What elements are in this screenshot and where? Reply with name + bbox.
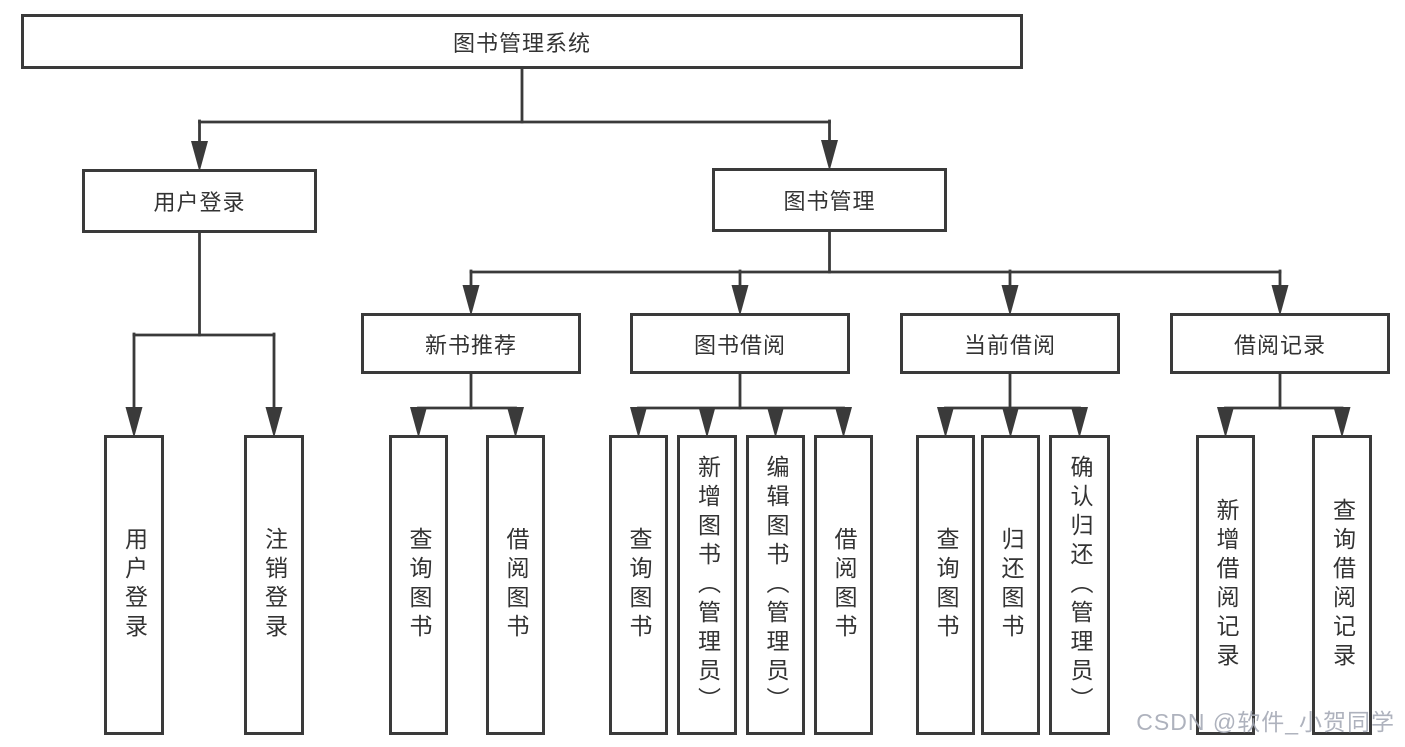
node-bb-add: 新增图书（管理员） [677, 435, 737, 735]
node-root: 图书管理系统 [21, 14, 1023, 69]
node-label-bb-borrow: 借阅图书 [831, 527, 857, 643]
node-label-bb-edit: 编辑图书（管理员） [763, 454, 789, 716]
node-leaf-user-login: 用户登录 [104, 435, 164, 735]
node-current-borrow: 当前借阅 [900, 313, 1120, 374]
node-label-book-mgmt: 图书管理 [783, 189, 876, 214]
node-label-bb-query: 查询图书 [626, 527, 652, 643]
node-label-root: 图书管理系统 [452, 30, 591, 56]
node-label-br-query: 查询借阅记录 [1329, 498, 1356, 672]
node-borrow-records: 借阅记录 [1170, 313, 1390, 374]
node-leaf-logout: 注销登录 [244, 435, 304, 735]
node-bb-edit: 编辑图书（管理员） [746, 435, 805, 735]
node-label-nbr-query: 查询图书 [406, 527, 432, 643]
node-br-add: 新增借阅记录 [1196, 435, 1255, 735]
node-label-cb-return: 归还图书 [998, 527, 1024, 643]
node-label-leaf-user-login: 用户登录 [121, 527, 148, 643]
node-label-cb-query: 查询图书 [933, 527, 959, 643]
node-label-book-borrow: 图书借阅 [693, 332, 786, 358]
node-br-query: 查询借阅记录 [1312, 435, 1372, 735]
node-label-new-book-rec: 新书推荐 [424, 332, 517, 358]
node-new-book-rec: 新书推荐 [361, 313, 581, 374]
node-label-cb-confirm: 确认归还（管理员） [1067, 454, 1093, 716]
node-label-current-borrow: 当前借阅 [963, 332, 1056, 358]
node-nbr-query: 查询图书 [389, 435, 448, 735]
node-user-login: 用户登录 [82, 169, 317, 233]
node-nbr-borrow: 借阅图书 [486, 435, 545, 735]
node-label-nbr-borrow: 借阅图书 [503, 527, 529, 643]
node-book-borrow: 图书借阅 [630, 313, 850, 374]
node-bb-borrow: 借阅图书 [814, 435, 873, 735]
watermark: CSDN @软件_小贺同学 [1136, 709, 1395, 735]
node-bb-query: 查询图书 [609, 435, 668, 735]
node-label-br-add: 新增借阅记录 [1213, 498, 1239, 672]
node-cb-query: 查询图书 [916, 435, 975, 735]
node-cb-confirm: 确认归还（管理员） [1049, 435, 1110, 735]
node-label-user-login: 用户登录 [153, 190, 246, 215]
node-book-mgmt: 图书管理 [712, 168, 947, 232]
node-label-borrow-records: 借阅记录 [1233, 332, 1326, 358]
node-cb-return: 归还图书 [981, 435, 1040, 735]
node-label-leaf-logout: 注销登录 [261, 527, 288, 643]
node-label-bb-add: 新增图书（管理员） [694, 454, 721, 716]
